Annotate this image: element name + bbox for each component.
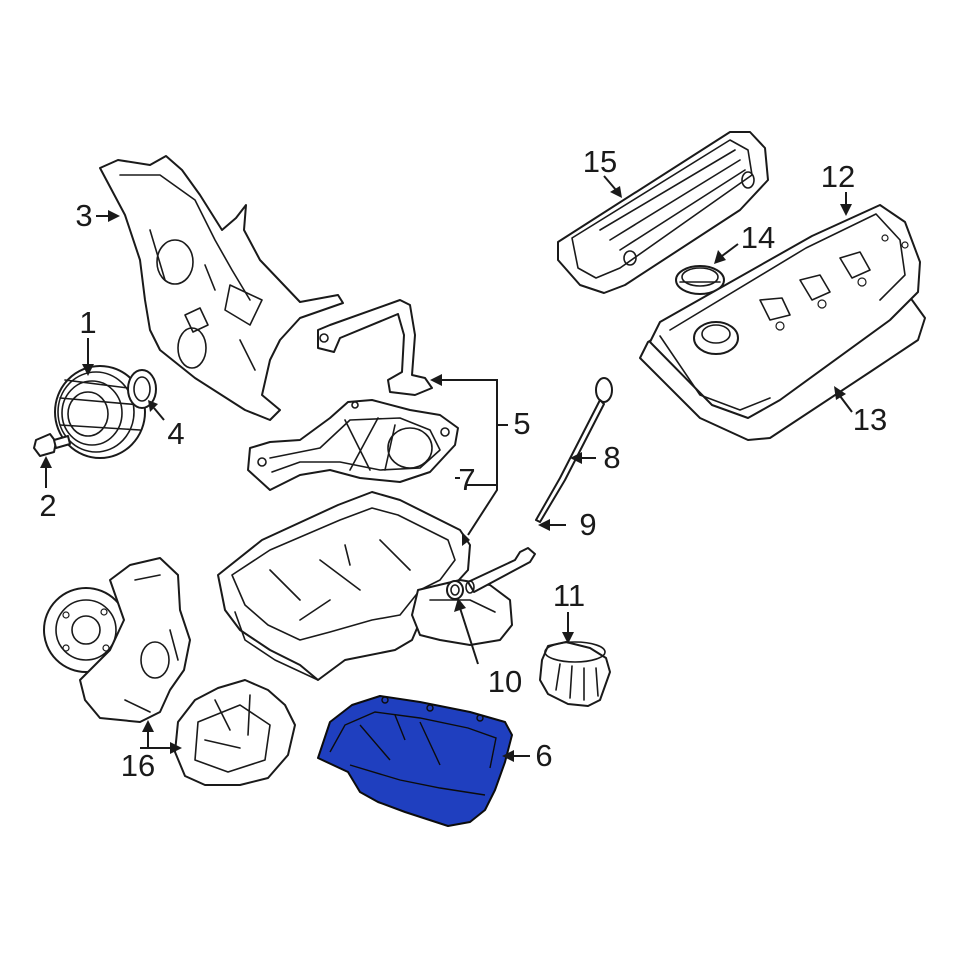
callout-13: 13 bbox=[853, 402, 887, 437]
callout-16: 16 bbox=[121, 748, 155, 783]
callout-labels: 1 2 3 4 5 6 7 8 9 10 11 12 13 14 15 16 bbox=[39, 144, 887, 783]
callout-9: 9 bbox=[579, 507, 596, 542]
callout-6: 6 bbox=[535, 738, 552, 773]
callout-8: 8 bbox=[603, 440, 620, 475]
part-6-oil-pan-lower[interactable] bbox=[317, 695, 513, 827]
part-8-dipstick[interactable] bbox=[535, 377, 613, 523]
part-5-oil-pan-upper[interactable] bbox=[217, 491, 513, 681]
callout-11: 11 bbox=[553, 578, 585, 613]
part-2-bolt[interactable] bbox=[33, 433, 71, 457]
part-9-dipstick-tube[interactable] bbox=[465, 547, 536, 594]
callout-3: 3 bbox=[75, 198, 92, 233]
part-10-drain-plug[interactable] bbox=[446, 580, 464, 600]
callout-10: 10 bbox=[488, 664, 522, 699]
callout-5: 5 bbox=[513, 406, 530, 441]
part-1-crank-pulley[interactable] bbox=[54, 365, 146, 459]
part-4-seal[interactable] bbox=[127, 369, 157, 409]
callout-1: 1 bbox=[79, 305, 96, 340]
callout-15: 15 bbox=[583, 144, 617, 179]
part-16-oil-pump[interactable] bbox=[43, 557, 296, 786]
part-15-engine-cover[interactable] bbox=[557, 131, 769, 294]
callout-4: 4 bbox=[167, 416, 184, 451]
callout-2: 2 bbox=[39, 488, 56, 523]
leader-lines bbox=[40, 175, 853, 762]
oil-pan-lower-shape bbox=[317, 695, 513, 827]
part-12-valve-cover[interactable] bbox=[649, 204, 921, 419]
callout-12: 12 bbox=[821, 159, 855, 194]
part-3-timing-cover[interactable] bbox=[99, 155, 344, 421]
part-5-pickup-tube[interactable] bbox=[317, 299, 433, 396]
part-14-filler-cap[interactable] bbox=[675, 265, 725, 295]
callout-14: 14 bbox=[741, 220, 775, 255]
part-11-oil-filter[interactable] bbox=[539, 641, 611, 707]
part-7-plate[interactable] bbox=[247, 399, 459, 491]
callout-7: 7 bbox=[458, 462, 475, 497]
